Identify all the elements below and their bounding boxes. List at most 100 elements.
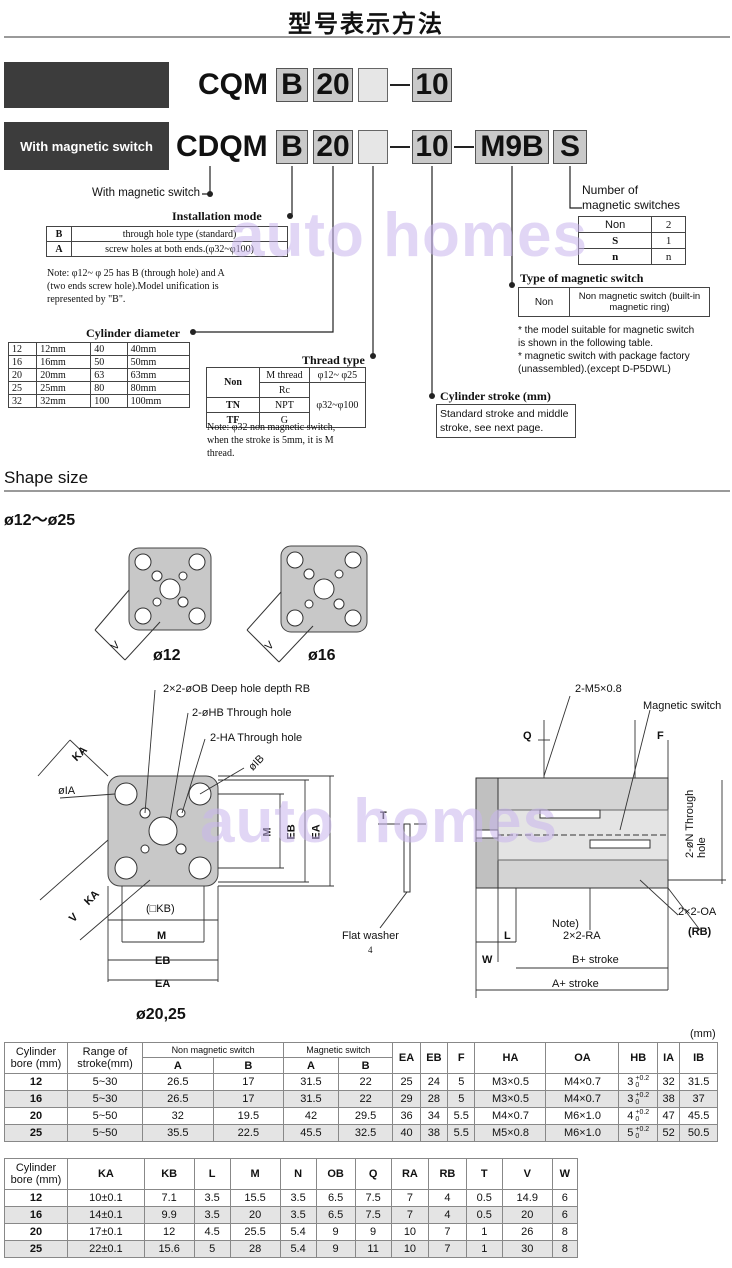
- num-switches-title: Number of magnetic switches: [582, 183, 681, 212]
- installation-mode-title: Installation mode: [172, 209, 262, 223]
- dimension-table-1: Cylinder bore (mm) Range of stroke(mm) N…: [4, 1042, 718, 1142]
- table-cell: 9: [315, 1223, 356, 1241]
- mount-box-row2: B: [276, 130, 308, 164]
- t2-header-cell: RB: [428, 1158, 467, 1190]
- model-row2-label: With magnetic switch: [4, 122, 169, 170]
- diameter-cell: 80: [90, 381, 128, 395]
- diameter-cell: 16mm: [36, 355, 92, 369]
- table-cell: 12: [4, 1073, 68, 1091]
- unit-label: (mm): [690, 1028, 716, 1040]
- flat-washer-qty: 4: [368, 945, 373, 955]
- thread-code: TN: [206, 397, 260, 413]
- thread-name: Rc: [259, 382, 310, 398]
- diameter-cell: 25mm: [36, 381, 92, 395]
- dim-hb: 2-øHB Through hole: [192, 707, 292, 719]
- diameter-cell: 25: [7, 381, 38, 395]
- table-cell: 1: [465, 1223, 503, 1241]
- dim-l: L: [504, 930, 511, 942]
- installation-note-line: represented by "B".: [47, 294, 126, 305]
- watermark-middle: auto homes: [200, 787, 558, 856]
- table-cell: 17±0.1: [67, 1223, 145, 1241]
- dim-oa: 2×2-OA: [678, 906, 717, 918]
- dim-q: Q: [523, 730, 532, 742]
- table-cell: 9: [354, 1223, 392, 1241]
- table-cell: 5: [447, 1090, 476, 1108]
- t1-header-col: B: [212, 1057, 285, 1074]
- table-cell: M6×1.0: [545, 1107, 620, 1125]
- stroke-desc-box: Standard stroke and middle stroke, see n…: [436, 404, 576, 438]
- table-cell: 24: [419, 1073, 449, 1091]
- t1-header-nonmag: Non magnetic switch: [141, 1042, 285, 1058]
- table-cell: 22.5: [212, 1124, 285, 1142]
- table-cell: 29.5: [337, 1107, 394, 1125]
- dim-m5: 2-M5×0.8: [575, 683, 622, 695]
- switch-code-box: M9B: [475, 130, 549, 164]
- t2-header-cell: KA: [67, 1158, 145, 1190]
- mount-box-row1: B: [276, 68, 308, 102]
- dim-rb: (RB): [688, 926, 712, 938]
- dash-row1: [390, 84, 410, 86]
- table-cell: 45.5: [283, 1124, 339, 1142]
- dim-eb: EB: [155, 955, 171, 967]
- t2-header-cell: KB: [143, 1158, 195, 1190]
- table-cell: 5~30: [67, 1073, 143, 1091]
- table-cell: 5.5: [447, 1124, 476, 1142]
- table-cell: 32.5: [337, 1124, 394, 1142]
- table-cell: 10: [390, 1240, 430, 1258]
- table-cell: 17: [212, 1073, 285, 1091]
- table-cell: 7: [390, 1206, 430, 1224]
- dim-ob: 2×2-øOB Deep hole depth RB: [163, 683, 311, 695]
- table-cell: 25: [4, 1240, 68, 1258]
- model-prefix-cdqm: CDQM: [176, 130, 268, 163]
- table-cell: 7.5: [354, 1206, 392, 1224]
- installation-note-line: (two ends screw hole).Model unification …: [47, 281, 219, 292]
- diameter-cell: 50: [90, 355, 128, 369]
- install-code: A: [46, 241, 72, 257]
- t1-header-range: Range of stroke(mm): [67, 1042, 143, 1074]
- thread-code: TF: [206, 412, 260, 428]
- table-cell: 7: [428, 1223, 467, 1241]
- table-cell: 8: [551, 1223, 579, 1241]
- table-cell: 26.5: [142, 1090, 214, 1108]
- table-cell: 25: [392, 1073, 421, 1091]
- table-cell: 31.5: [283, 1073, 339, 1091]
- hb-value: 4: [627, 1109, 634, 1122]
- t1-header-col: HA: [474, 1042, 547, 1074]
- side-view: [475, 695, 726, 998]
- hb-value: 3: [627, 1075, 634, 1088]
- table-cell: 15.5: [229, 1189, 281, 1207]
- hb-value: 5: [627, 1126, 634, 1139]
- install-code: B: [46, 226, 72, 242]
- t1-header-col: OA: [545, 1042, 620, 1074]
- stroke-desc-line: stroke, see next page.: [440, 422, 544, 434]
- diameter-cell: 40mm: [126, 342, 191, 356]
- table-cell: 38: [419, 1124, 449, 1142]
- table-cell: 7.1: [143, 1189, 195, 1207]
- dim-w: W: [482, 954, 493, 966]
- diameter-cell: 12mm: [36, 342, 92, 356]
- flat-washer: [378, 823, 426, 929]
- front-view-16: [246, 545, 368, 663]
- table-cell: 26.5: [142, 1073, 214, 1091]
- table-cell: 35.5: [142, 1124, 214, 1142]
- table-cell: 0.5: [465, 1189, 503, 1207]
- table-cell: 1: [465, 1240, 503, 1258]
- table-cell: 22: [337, 1073, 394, 1091]
- front-view-2025: [37, 689, 334, 982]
- table-cell: M4×0.7: [545, 1090, 620, 1108]
- table-cell: 45.5: [679, 1107, 718, 1125]
- diameter-cell: 63: [90, 368, 128, 382]
- dim-kb: (□KB): [146, 903, 175, 915]
- table-cell: 5.5: [447, 1107, 476, 1125]
- table-cell: 12: [4, 1189, 68, 1207]
